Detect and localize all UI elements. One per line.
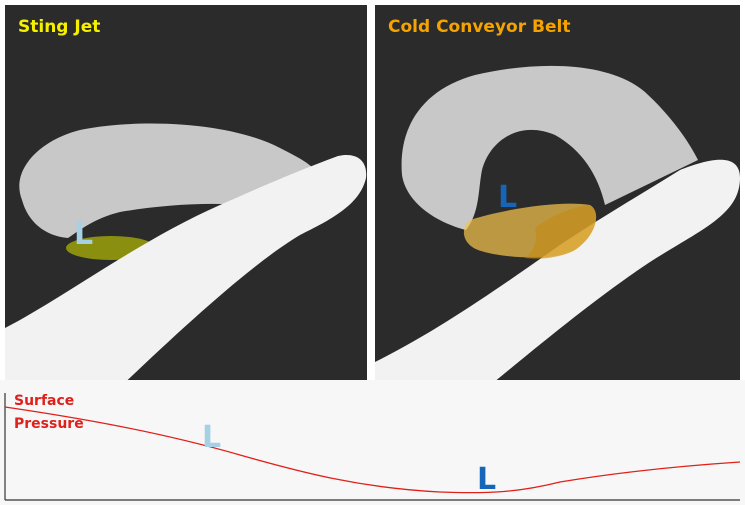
cross-section-background	[0, 380, 745, 505]
ccb-cloud-band	[375, 159, 740, 380]
surface-pressure-label-line2: Pressure	[14, 416, 84, 432]
cold-conveyor-belt-panel: Cold Conveyor Belt L	[375, 5, 740, 380]
surface-pressure-curve	[4, 406, 741, 494]
surface-pressure-section: Surface Pressure L L	[4, 393, 741, 501]
surface-pressure-label-line1: Surface	[14, 393, 74, 409]
section-low-marker-dark: L	[477, 462, 496, 497]
section-low-marker-light: L	[202, 420, 221, 455]
sting-jet-cloud-band	[5, 155, 367, 380]
sting-jet-title: Sting Jet	[18, 17, 100, 37]
sting-jet-low-marker: L	[74, 217, 93, 252]
ccb-region-overlap	[525, 205, 597, 259]
ccb-low-marker: L	[498, 180, 517, 215]
sting-jet-panel: Sting Jet L	[5, 5, 367, 380]
ccb-title: Cold Conveyor Belt	[388, 17, 570, 37]
sting-jet-cloud-head	[19, 123, 316, 238]
ccb-cloud-hook	[401, 65, 698, 230]
